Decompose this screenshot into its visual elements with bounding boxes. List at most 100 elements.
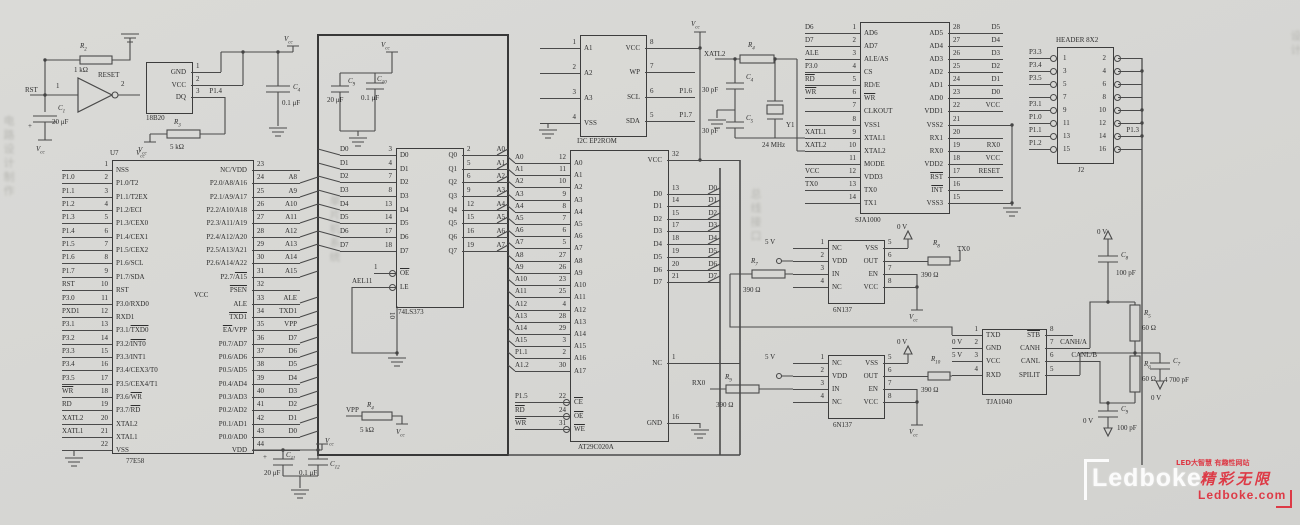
pin-wire [948, 46, 1003, 47]
net-label-vccr3: Vcc [138, 146, 147, 157]
pin-label: 23 [257, 160, 264, 168]
pin-internal-label: VDD [231, 446, 247, 454]
terminal-circle [775, 372, 783, 380]
pin-internal-label: A15 [574, 342, 587, 350]
net-label-vcco1: Vcc [909, 313, 918, 324]
pin-internal-label: VSS [865, 244, 878, 252]
wire-path [507, 266, 516, 274]
wire-path [349, 137, 367, 147]
pin-internal-label: P0.1/AD1 [218, 420, 247, 428]
bleedthrough-text: 单片机系统 [328, 195, 341, 265]
pin-label: 1 [974, 325, 979, 333]
pin-label: 32 [257, 280, 264, 288]
pin-internal-label: A4 [574, 208, 583, 216]
pin-wire [252, 450, 300, 451]
pin-wire [948, 177, 1003, 178]
pin-internal-label: P2.2/A10/A18 [206, 206, 247, 214]
pin-label: 3 [820, 264, 825, 272]
pin-bubble [563, 399, 570, 406]
pin-label: 4 [820, 277, 825, 285]
junction-dot [1106, 401, 1110, 405]
net-label-r9v: 390 Ω [716, 401, 734, 409]
pin-wire [883, 363, 908, 364]
pin-internal-label: P0.2/AD2 [218, 406, 247, 414]
pin-internal-label: P1.1/T2EX [116, 193, 148, 201]
pin-internal-label: D5 [653, 253, 662, 261]
pin-wire [805, 177, 860, 178]
pin-wire [462, 155, 508, 156]
pin-wire [62, 263, 112, 264]
resistor-body [725, 384, 760, 394]
pin-internal-label: A10 [574, 281, 587, 289]
pin-wire [515, 322, 570, 323]
pin-number: 13 [1063, 132, 1070, 140]
pin-internal-label: VSS [116, 446, 129, 454]
pin-internal-label: SDA [625, 117, 640, 125]
pin-internal-label: EA/VPP [222, 326, 247, 334]
pin-wire [62, 410, 112, 411]
pin-wire [462, 210, 508, 211]
pin-internal-label: XTAL1 [864, 134, 886, 142]
pin-label: 8 [1050, 325, 1054, 333]
wire-path [507, 229, 516, 237]
pin-internal-label: CANL [1020, 357, 1040, 365]
net-label-one: 1 [56, 82, 60, 90]
pin-bubble [389, 270, 396, 277]
pin-label: 16 [953, 180, 960, 188]
net-label-rx0: RX0 [692, 379, 706, 387]
chip-tja [982, 329, 1047, 395]
junction-dot [241, 50, 245, 54]
pin-label: 21 [953, 115, 960, 123]
pin-bubble [389, 284, 396, 291]
wire-path [388, 357, 406, 367]
watermark-site-url: Ledboke.com [1198, 488, 1287, 502]
net-label-r6t: R6 [1144, 360, 1151, 371]
pin-internal-label: ALE [233, 300, 247, 308]
net-label-c12: C12 [330, 460, 340, 471]
pin-label: 44 [257, 440, 264, 448]
pin-wire [252, 370, 300, 371]
pin-wire [515, 334, 570, 335]
pin-number: 1 [1063, 54, 1067, 62]
pin-internal-label: AD2 [929, 68, 943, 76]
pin-label: P3.4 [1029, 61, 1042, 69]
pin-internal-label: VDD [832, 257, 848, 265]
pin-internal-label: A8 [574, 257, 583, 265]
wire-path [729, 239, 961, 335]
bleedthrough-text: 电路设计制作 [2, 115, 15, 199]
pin-wire [252, 223, 300, 224]
pin-internal-label: P2.0/A8/A16 [209, 179, 247, 187]
pin-wire [62, 424, 112, 425]
net-label-xatl2: XATL2 [704, 50, 726, 58]
pin-wire [1118, 136, 1142, 137]
pin-internal-label: A6 [574, 232, 583, 240]
pin-wire [1029, 58, 1051, 59]
pin-wire [805, 138, 860, 139]
pin-wire [252, 397, 300, 398]
pin-wire [462, 182, 508, 183]
wire-path [299, 403, 319, 411]
pin-wire [667, 231, 720, 232]
wire-path [707, 199, 721, 207]
net-label-vccu7: Vcc [136, 149, 145, 160]
terminal-circle [775, 257, 783, 265]
pin-internal-label: P2.5/A13/A21 [206, 246, 247, 254]
pin-internal-label: A3 [574, 196, 583, 204]
pin-wire [252, 317, 300, 318]
pin-label: 5 [888, 238, 892, 246]
pin-number: 11 [1063, 119, 1070, 127]
pin-wire [62, 277, 112, 278]
